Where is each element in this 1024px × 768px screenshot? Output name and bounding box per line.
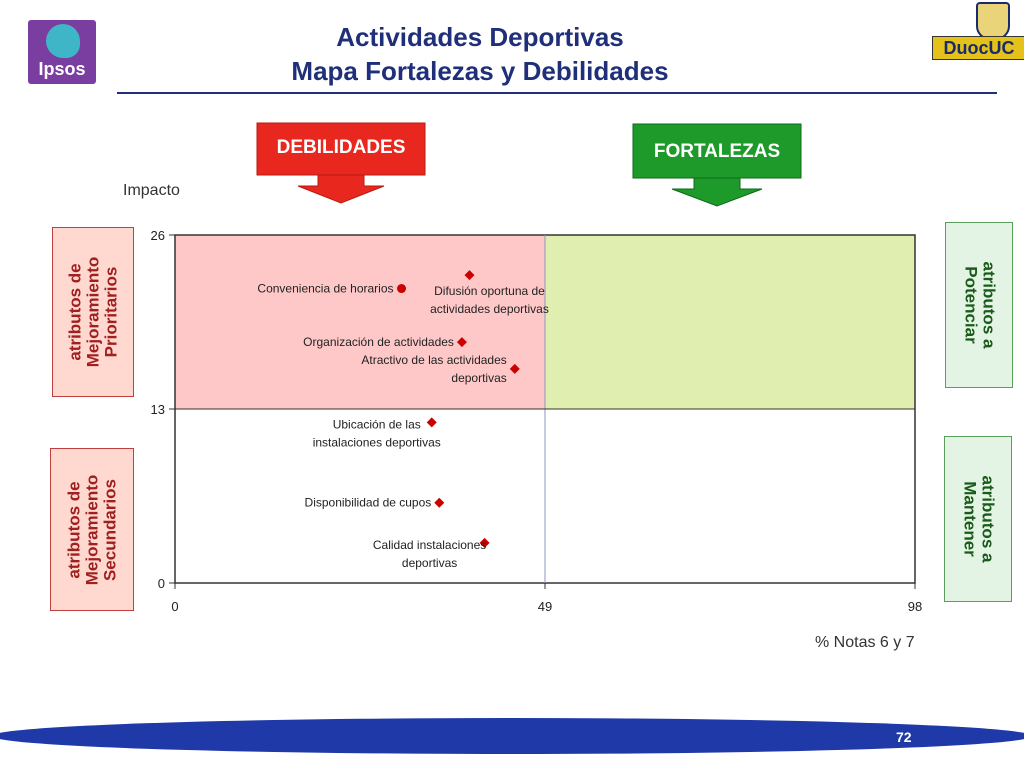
scatter-chart: 0 13 26 0 49 98 Conveniencia de horarios Difusi… [151, 228, 923, 614]
strengths-arrow-icon [632, 123, 802, 207]
maintain-label-line: atributos a [978, 475, 997, 563]
strengths-label: FORTALEZAS [653, 141, 781, 162]
ipsos-logo: Ipsos [28, 20, 96, 84]
priority-improvement-box: atributos de Mejoramiento Prioritarios [52, 227, 134, 397]
enhance-label-line: Potenciar [961, 266, 980, 344]
data-point-marker [464, 270, 475, 281]
data-point-label: Disponibilidad de cupos [305, 496, 432, 510]
x-tick-label: 49 [538, 599, 552, 614]
data-point-label: deportivas [451, 371, 506, 385]
data-point-label: Conveniencia de horarios [257, 282, 393, 296]
enhance-label-line: atributos a [979, 261, 998, 349]
page-subtitle: Mapa Fortalezas y Debilidades [291, 56, 669, 86]
maintain-label-line: Mantener [960, 481, 979, 557]
weakness-quadrant [175, 235, 545, 409]
data-point-marker [479, 537, 490, 548]
maintain-attributes-box: atributos a Mantener [944, 436, 1012, 602]
page-title: Actividades Deportivas [336, 22, 624, 52]
secondary-label-line: atributos de [64, 480, 83, 579]
page-number: 72 [896, 729, 912, 745]
data-point-label: Ubicación de las [333, 417, 421, 431]
data-point-marker [397, 284, 407, 294]
priority-label-line: Prioritarios [101, 266, 120, 358]
strength-quadrant [545, 235, 915, 409]
y-axis-label: Impacto [123, 182, 180, 199]
ipsos-logo-text: Ipsos [38, 59, 86, 79]
x-axis-label: % Notas 6 y 7 [815, 634, 915, 651]
secondary-label-line: Secundarios [100, 478, 119, 581]
x-tick-label: 0 [171, 599, 178, 614]
weaknesses-arrow-icon [256, 122, 426, 204]
data-point-label: instalaciones deportivas [313, 435, 441, 449]
duocuc-emblem-icon [976, 2, 1010, 40]
priority-label-line: atributos de [65, 263, 84, 361]
secondary-label-line: Mejoramiento [82, 474, 101, 585]
data-point-label: deportivas [402, 556, 457, 570]
data-point-label: actividades deportivas [430, 302, 549, 316]
title-divider [117, 92, 997, 94]
weaknesses-callout: DEBILIDADES [256, 122, 426, 204]
duocuc-logo-band: DuocUC [932, 36, 1024, 60]
footer-band [0, 718, 1024, 754]
data-point-label: Calidad instalaciones [373, 538, 486, 552]
ipsos-logo-head-shape [46, 24, 80, 58]
data-point-label: Atractivo de las actividades [361, 353, 506, 367]
y-tick-label: 26 [151, 228, 165, 243]
data-point-label: Organización de actividades [303, 335, 454, 349]
x-tick-label: 98 [908, 599, 922, 614]
data-point-marker [434, 497, 445, 508]
data-point-marker [426, 417, 437, 428]
duocuc-logo-text: DuocUC [943, 38, 1015, 58]
secondary-improvement-box: atributos de Mejoramiento Secundarios [50, 448, 134, 611]
data-point-marker [456, 337, 467, 348]
strengths-callout: FORTALEZAS [632, 123, 802, 207]
enhance-attributes-box: atributos a Potenciar [945, 222, 1013, 388]
y-tick-label: 0 [158, 576, 165, 591]
y-tick-label: 13 [151, 402, 165, 417]
weaknesses-label: DEBILIDADES [276, 137, 406, 158]
duocuc-logo: DuocUC [932, 0, 1024, 60]
data-point-label: Difusión oportuna de [434, 284, 545, 298]
priority-label-line: Mejoramiento [83, 256, 102, 368]
